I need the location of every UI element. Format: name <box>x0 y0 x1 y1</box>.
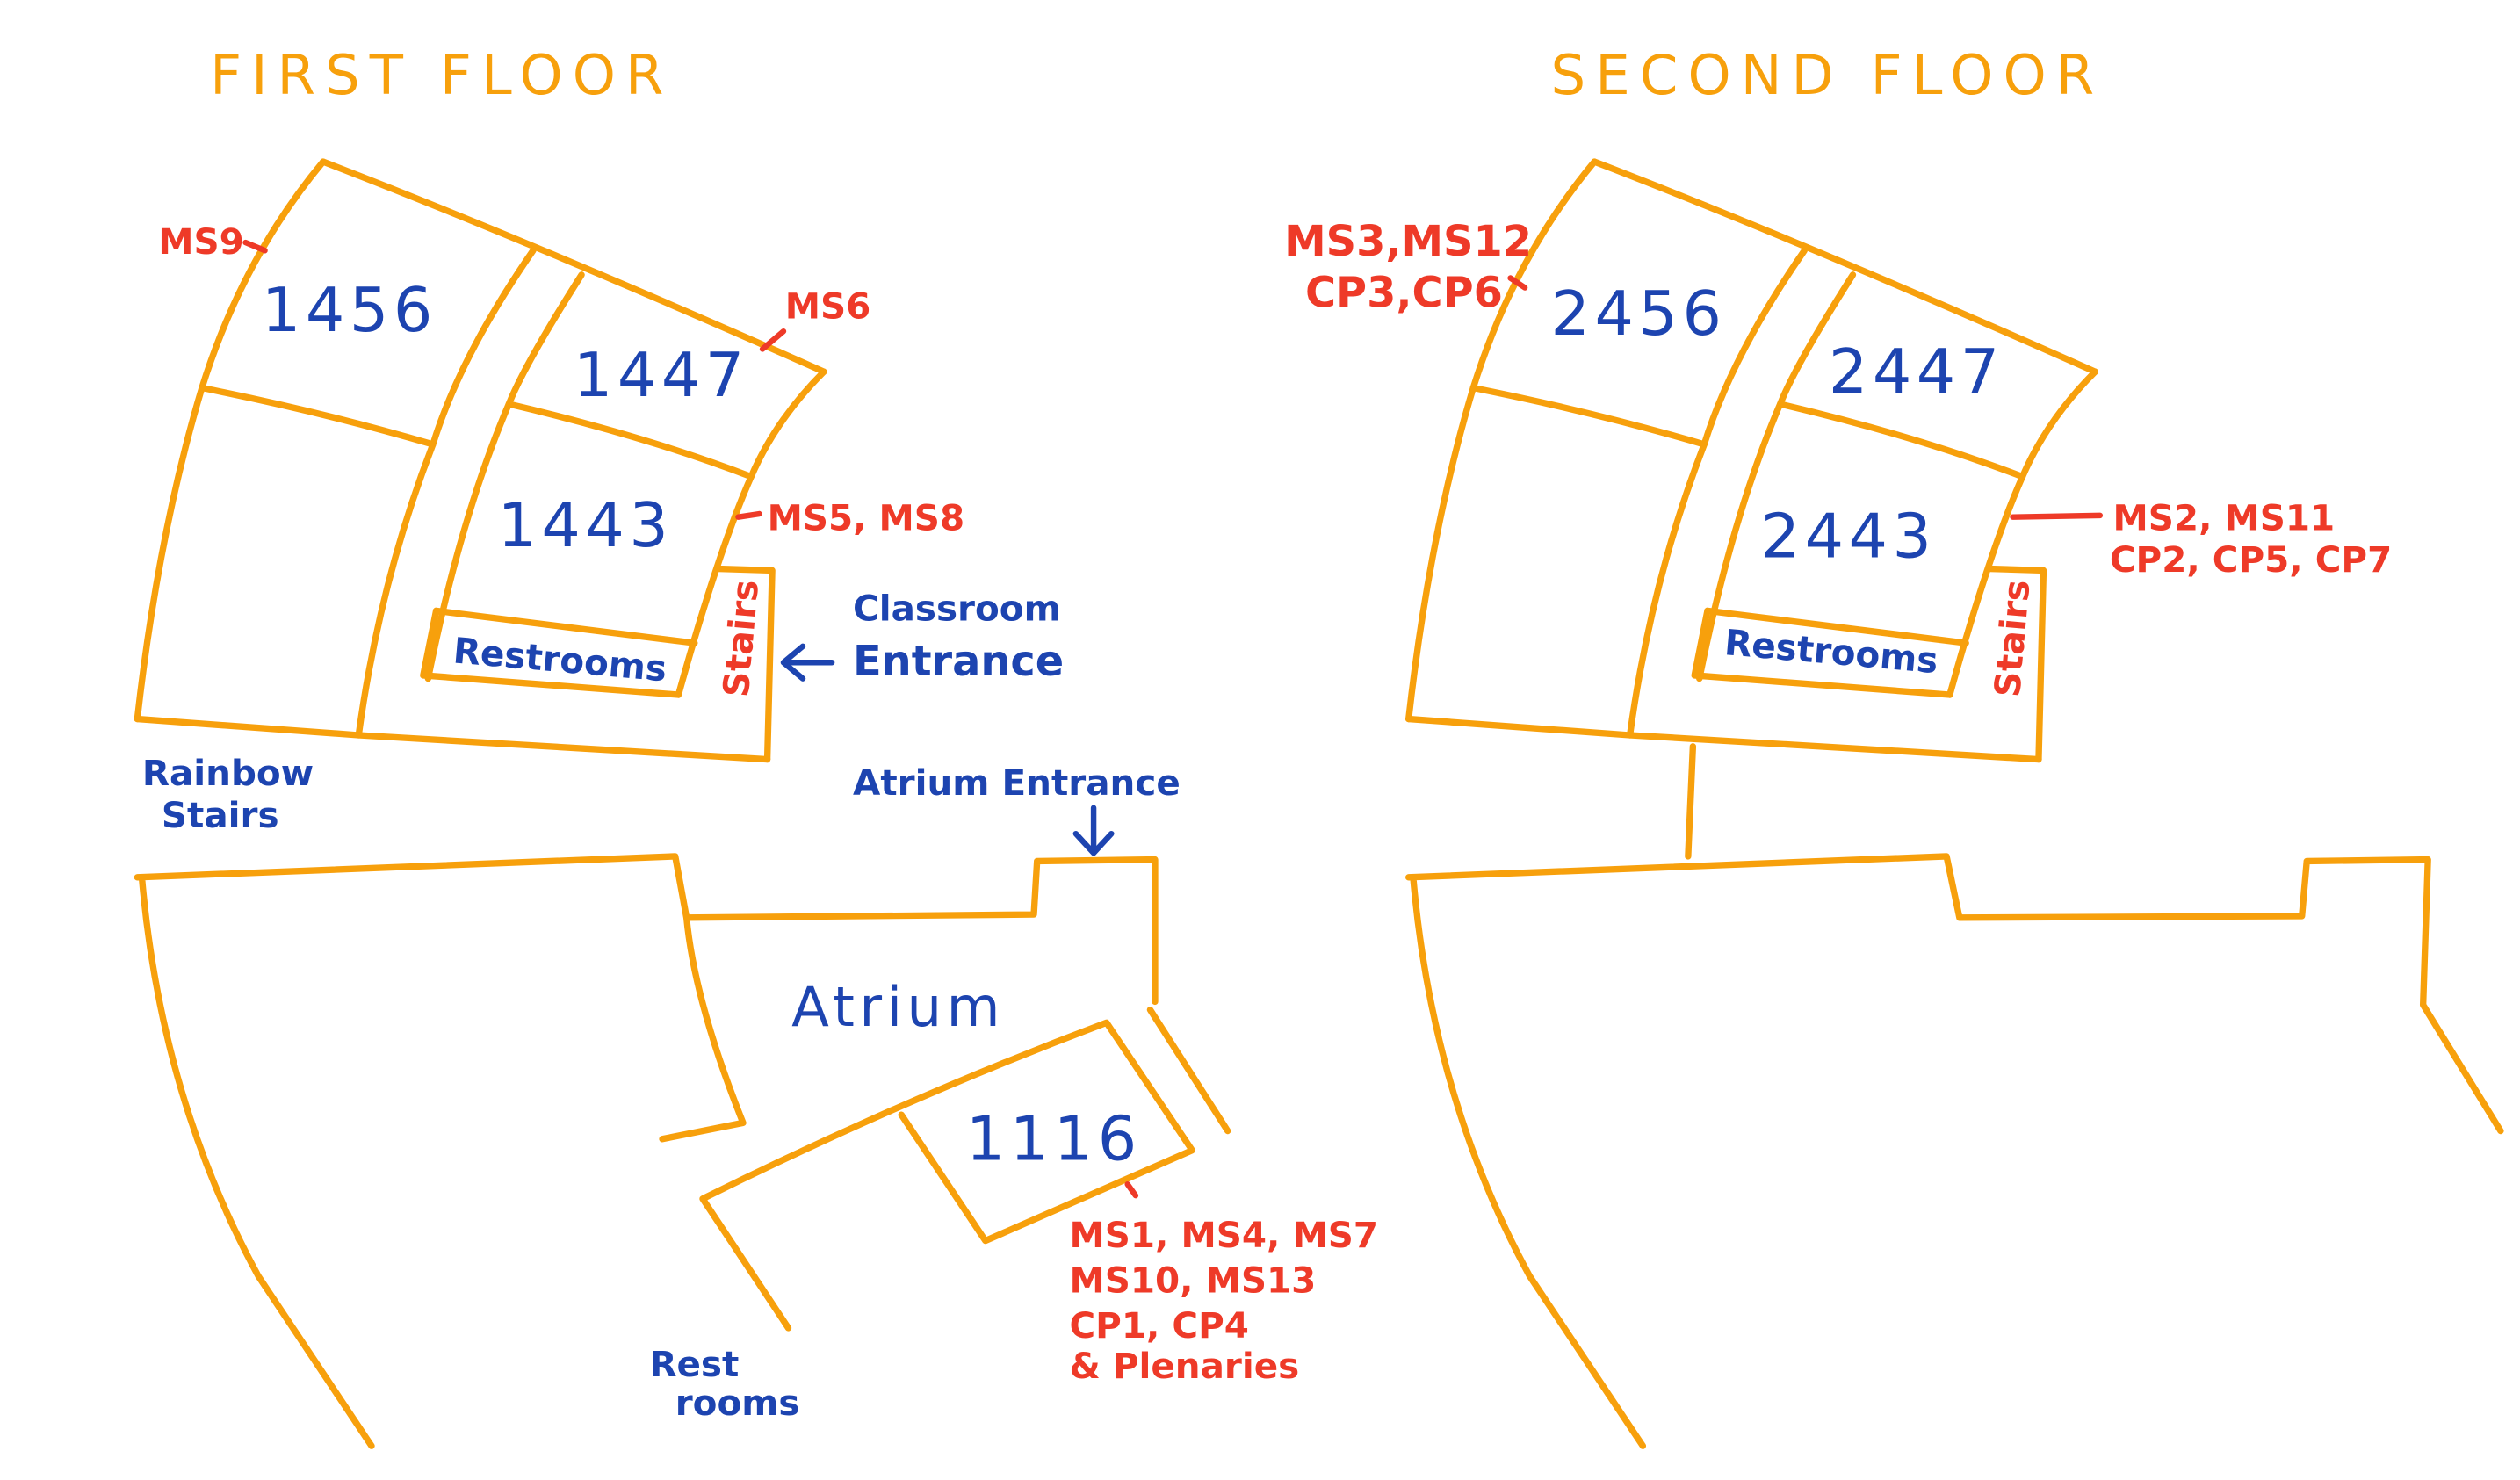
session-label-1116: MS10, MS13 <box>1069 1259 1316 1301</box>
rainbow-stairs-label: Rainbow <box>142 752 314 794</box>
second-floor-title: SECOND FLOOR <box>1551 43 2105 107</box>
second-floor: SECOND FLOOR 2456 2447 2443 Restrooms St… <box>1284 43 2504 1449</box>
session-label-1116: & Plenaries <box>1069 1345 1299 1387</box>
stairs-label: Stairs <box>1986 578 2038 698</box>
session-label-1456: MS9 <box>158 220 244 263</box>
session-label-1116: MS1, MS4, MS7 <box>1069 1214 1378 1256</box>
session-label-1443: MS5, MS8 <box>768 496 965 538</box>
room-1456: 1456 <box>262 275 437 346</box>
stairs-label: Stairs <box>715 578 767 698</box>
rainbow-stairs-label-2: Stairs <box>162 794 279 836</box>
rest-rooms-label: Rest <box>649 1343 739 1385</box>
session-label-2456: MS3,MS12 <box>1284 218 1532 266</box>
room-2456: 2456 <box>1551 278 1727 350</box>
session-label-1116: CP1, CP4 <box>1069 1304 1248 1346</box>
room-2443: 2443 <box>1761 502 1937 573</box>
room-2447: 2447 <box>1829 336 2004 408</box>
room-1116: 1116 <box>966 1104 1142 1175</box>
session-label-1447: MS6 <box>785 285 871 327</box>
room-1443: 1443 <box>497 490 673 561</box>
room-1447: 1447 <box>574 340 749 411</box>
atrium-entrance-label: Atrium Entrance <box>853 762 1181 804</box>
first-floor-title: FIRST FLOOR <box>210 43 673 107</box>
arrow-down-icon <box>1072 805 1115 856</box>
restrooms-label: Restrooms <box>1722 621 1939 682</box>
classroom-entrance-label: Classroom <box>853 587 1061 629</box>
atrium-label: Atrium <box>791 975 1005 1039</box>
session-label-2443: MS2, MS11 <box>2113 496 2336 538</box>
second-floor-lower-walls <box>1405 743 2504 1449</box>
arrow-left-icon <box>780 643 835 682</box>
rest-rooms-label-2: rooms <box>675 1382 800 1424</box>
first-floor-lower-walls <box>134 853 1231 1449</box>
classroom-entrance-label-2: Entrance <box>853 638 1064 686</box>
session-label-2443: CP2, CP5, CP7 <box>2110 538 2392 581</box>
first-floor: FIRST FLOOR 1456 1447 1443 1116 Restroom… <box>134 43 1378 1449</box>
session-label-2456: CP3,CP6 <box>1305 270 1503 318</box>
